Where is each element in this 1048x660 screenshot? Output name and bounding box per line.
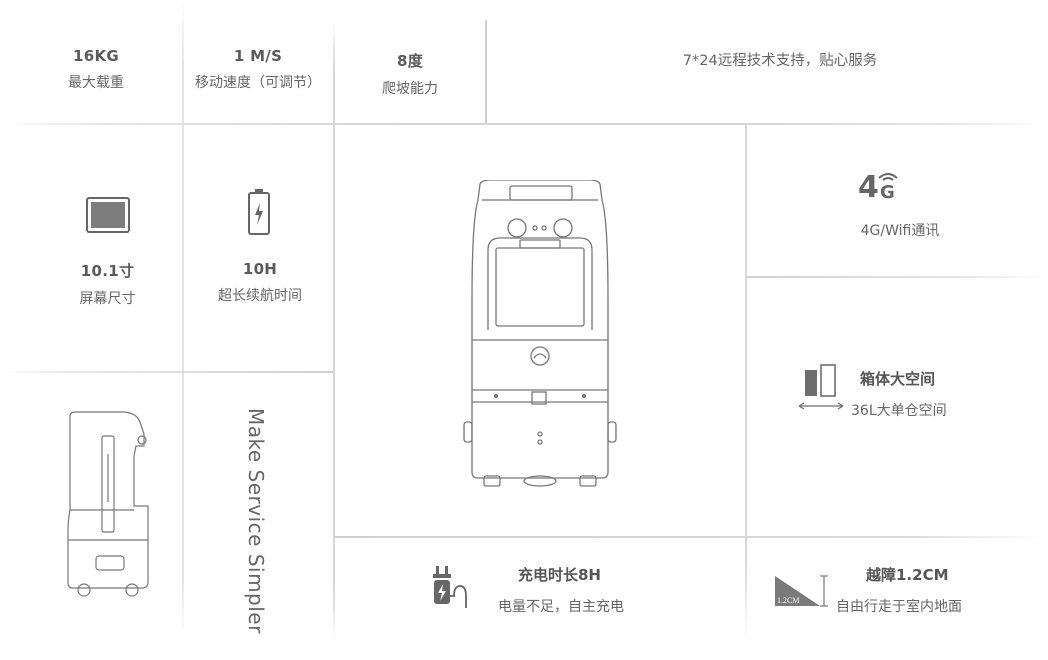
grid-vline-3: [485, 20, 487, 123]
stat-climb: 8度 爬坡能力: [360, 50, 460, 98]
stat-speed: 1 M/S 移动速度（可调节）: [183, 47, 333, 92]
storage-box-icon: [797, 364, 845, 420]
charge-subtitle: 电量不足，自主充电: [498, 599, 624, 615]
stat-screen-label: 屏幕尺寸: [79, 291, 136, 307]
robot-side-image: [62, 410, 172, 604]
slogan-text: Make Service Simpler: [244, 408, 268, 634]
support-text: 7*24远程技术支持，贴心服务: [682, 53, 878, 69]
grid-vline-1: [182, 0, 184, 640]
obstacle-subtitle: 自由行走于室内地面: [836, 599, 962, 615]
stat-battery-value: 10H: [242, 260, 278, 278]
robot-front-image: [460, 179, 620, 494]
stat-speed-label: 移动速度（可调节）: [195, 75, 321, 91]
stat-max-load: 16KG 最大载重: [40, 47, 152, 92]
network-4g-icon: 4 G: [858, 168, 918, 208]
stat-climb-label: 爬坡能力: [382, 81, 438, 97]
grid-hline-mid: [0, 371, 333, 373]
obstacle-ramp-icon: 1.2CM: [775, 570, 835, 610]
charger-plug-icon: [432, 566, 472, 614]
network-label: 4G/Wifi通讯: [860, 223, 940, 239]
grid-vline-4: [745, 123, 747, 640]
tablet-icon: [86, 197, 130, 237]
stat-screen: 10.1寸 屏幕尺寸: [40, 260, 175, 308]
obstacle-title: 越障1.2CM: [866, 566, 949, 584]
stat-battery: 10H 超长续航时间: [190, 260, 330, 305]
storage-subtitle: 36L大单仓空间: [851, 403, 947, 419]
grid-vline-2: [333, 20, 335, 640]
battery-icon: [247, 188, 271, 240]
stat-max-load-label: 最大载重: [68, 75, 124, 91]
charge-title: 充电时长8H: [518, 566, 601, 584]
stat-battery-label: 超长续航时间: [218, 288, 302, 304]
grid-hline-right: [745, 276, 1048, 278]
stat-screen-value: 10.1寸: [80, 262, 135, 280]
network-g-glyph: G: [880, 182, 895, 203]
stat-speed-value: 1 M/S: [233, 47, 283, 65]
network-4g-glyph: 4: [858, 170, 879, 205]
grid-hline-top: [0, 123, 1048, 125]
grid-hline-bottom: [333, 536, 1048, 538]
stat-max-load-value: 16KG: [72, 47, 119, 65]
wifi-arc-icon: [878, 173, 898, 181]
obstacle-badge: 1.2CM: [777, 596, 800, 605]
storage-title: 箱体大空间: [860, 370, 936, 388]
stat-climb-value: 8度: [396, 52, 424, 70]
